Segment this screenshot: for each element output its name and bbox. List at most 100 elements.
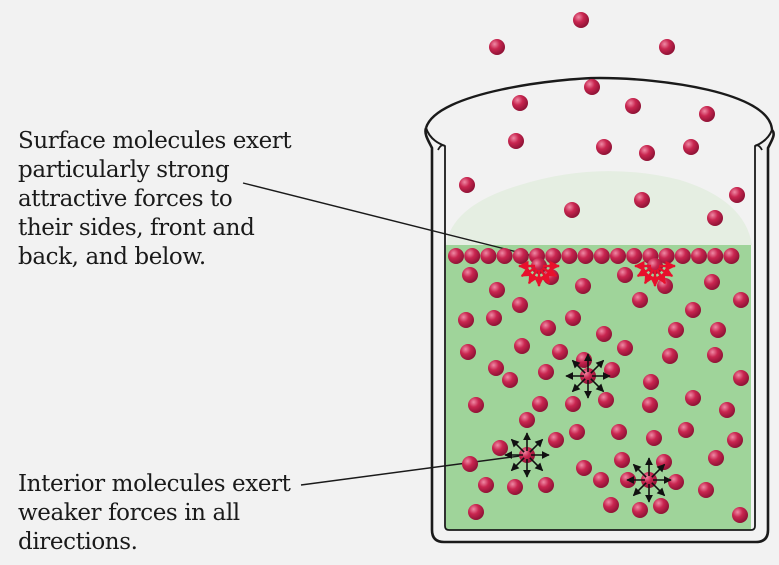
vapor-molecule: [489, 39, 505, 55]
liquid-molecule: [514, 338, 530, 354]
liquid-molecule: [662, 348, 678, 364]
surface-caption-line: attractive forces to: [18, 185, 291, 214]
liquid-molecule: [611, 424, 627, 440]
liquid-molecule: [668, 474, 684, 490]
vapor-molecule: [573, 12, 589, 28]
liquid-molecule: [685, 390, 701, 406]
surface-molecule: [594, 248, 610, 264]
liquid-molecule: [565, 310, 581, 326]
interior-caption-line: directions.: [18, 528, 291, 557]
surface-molecule: [691, 248, 707, 264]
vapor-molecule: [634, 192, 650, 208]
surface-molecule: [675, 248, 691, 264]
vapor-molecule: [625, 98, 641, 114]
liquid-molecule: [507, 479, 523, 495]
vapor-molecule: [596, 139, 612, 155]
vapor-molecule: [508, 133, 524, 149]
liquid-molecule: [632, 502, 648, 518]
liquid-molecule: [486, 310, 502, 326]
liquid-molecule: [468, 397, 484, 413]
liquid-molecule: [642, 397, 658, 413]
liquid-molecule: [462, 267, 478, 283]
liquid-molecule: [502, 372, 518, 388]
liquid-molecule: [733, 370, 749, 386]
liquid-molecule: [548, 432, 564, 448]
liquid-molecule: [643, 374, 659, 390]
liquid-molecule: [708, 450, 724, 466]
liquid-molecule: [668, 322, 684, 338]
liquid-molecule: [710, 322, 726, 338]
liquid-molecule: [632, 292, 648, 308]
liquid-molecule: [617, 340, 633, 356]
surface-caption-line: particularly strong: [18, 156, 291, 185]
surface-molecule: [464, 248, 480, 264]
liquid-molecule: [698, 482, 714, 498]
liquid-molecule: [576, 460, 592, 476]
liquid-molecule: [653, 498, 669, 514]
vapor-molecule: [584, 79, 600, 95]
vapor-molecule: [512, 95, 528, 111]
liquid-molecule: [540, 320, 556, 336]
vapor-molecule: [564, 202, 580, 218]
liquid-molecule: [656, 454, 672, 470]
vapor-molecule: [659, 39, 675, 55]
liquid-molecule: [569, 424, 585, 440]
surface-caption-line: their sides, front and: [18, 214, 291, 243]
liquid-molecule: [598, 392, 614, 408]
surface-molecule: [707, 248, 723, 264]
liquid-molecule: [489, 282, 505, 298]
liquid-molecule: [575, 278, 591, 294]
liquid-molecule: [552, 344, 568, 360]
liquid-molecule: [538, 477, 554, 493]
liquid-molecule: [678, 422, 694, 438]
liquid-molecule: [478, 477, 494, 493]
surface-molecule: [513, 248, 529, 264]
liquid-molecule: [685, 302, 701, 318]
liquid-molecule: [603, 497, 619, 513]
liquid-molecule: [596, 326, 612, 342]
surface-molecule: [626, 248, 642, 264]
vapor-haze: [446, 171, 752, 245]
surface-molecule: [497, 248, 513, 264]
liquid-molecule: [657, 278, 673, 294]
vapor-molecule: [707, 210, 723, 226]
interior-molecules-caption: Interior molecules exert weaker forces i…: [18, 470, 291, 557]
surface-molecules-caption: Surface molecules exert particularly str…: [18, 127, 291, 272]
liquid-molecule: [492, 440, 508, 456]
surface-caption-line: back, and below.: [18, 243, 291, 272]
liquid-molecule: [468, 504, 484, 520]
liquid-molecule: [460, 344, 476, 360]
liquid-molecule: [704, 274, 720, 290]
liquid-molecule: [593, 472, 609, 488]
surface-molecule: [723, 248, 739, 264]
surface-caption-line: Surface molecules exert: [18, 127, 291, 156]
surface-molecule: [610, 248, 626, 264]
interior-caption-line: Interior molecules exert: [18, 470, 291, 499]
liquid-molecule: [565, 396, 581, 412]
surface-molecule: [448, 248, 464, 264]
surface-molecule: [545, 248, 561, 264]
liquid-molecule: [538, 364, 554, 380]
liquid-molecule: [733, 292, 749, 308]
liquid-molecule: [519, 412, 535, 428]
liquid-molecule: [719, 402, 735, 418]
liquid-molecule: [732, 507, 748, 523]
vapor-molecule: [459, 177, 475, 193]
liquid-molecule: [512, 297, 528, 313]
vapor-molecule: [699, 106, 715, 122]
vapor-molecule: [729, 187, 745, 203]
liquid-molecule: [646, 430, 662, 446]
surface-molecule: [561, 248, 577, 264]
interior-caption-line: weaker forces in all: [18, 499, 291, 528]
liquid-molecule: [462, 456, 478, 472]
liquid-molecule: [707, 347, 723, 363]
liquid-molecule: [458, 312, 474, 328]
liquid-molecule: [614, 452, 630, 468]
vapor-molecule: [683, 139, 699, 155]
liquid-molecule: [488, 360, 504, 376]
liquid-molecule: [727, 432, 743, 448]
vapor-molecule: [639, 145, 655, 161]
surface-molecule: [480, 248, 496, 264]
liquid-molecule: [617, 267, 633, 283]
